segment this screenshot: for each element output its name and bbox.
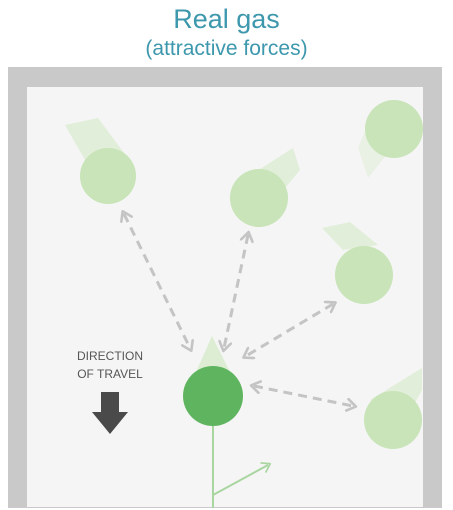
motion-trail	[196, 336, 230, 372]
diagram-subtitle: (attractive forces)	[145, 37, 308, 60]
attraction-arrow	[246, 304, 333, 356]
gas-molecule	[335, 246, 393, 304]
motion-trail	[322, 222, 378, 250]
gas-molecule	[230, 169, 288, 227]
direction-label-line2: OF TRAVEL	[77, 367, 143, 381]
gas-molecule	[365, 100, 423, 158]
velocity-vector	[212, 462, 272, 496]
focus-molecule	[183, 366, 243, 426]
direction-of-travel-label: DIRECTION OF TRAVEL	[60, 347, 160, 383]
attraction-arrow	[124, 214, 190, 348]
attraction-arrow	[254, 386, 353, 406]
gas-molecule	[80, 148, 136, 204]
diagram-title: Real gas	[173, 4, 280, 34]
direction-down-arrow-icon	[92, 392, 128, 434]
gas-molecule	[364, 391, 422, 449]
attraction-arrow	[224, 235, 248, 348]
direction-label-line1: DIRECTION	[77, 349, 143, 363]
